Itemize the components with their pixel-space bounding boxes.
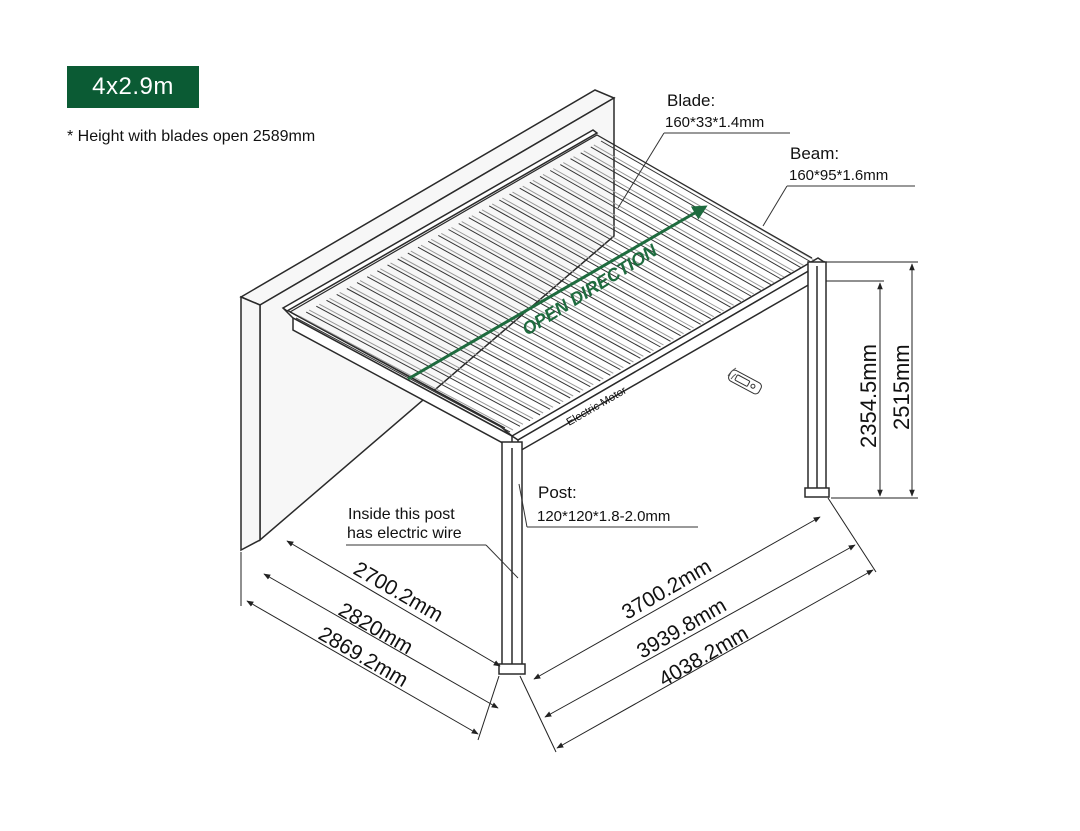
blade-edge (542, 173, 755, 295)
height-outer-label: 2515mm (889, 344, 914, 430)
blade-title: Blade: (667, 91, 715, 110)
blade-edge (451, 227, 664, 346)
height-dimensions (826, 261, 918, 499)
blade-line (468, 217, 681, 337)
height-inner-label: 2354.5mm (856, 344, 881, 448)
blade-spec: 160*33*1.4mm (665, 114, 764, 131)
blade-edge (593, 144, 805, 267)
blade-edge (441, 232, 654, 352)
blade-line (529, 181, 742, 303)
post-title: Post: (538, 483, 577, 502)
blade-edge (349, 286, 564, 403)
depth-dimensions (240, 540, 501, 741)
blade-edge (563, 162, 775, 284)
blade-edge (583, 150, 795, 272)
blade-edge (420, 244, 634, 363)
louvre-blades (295, 138, 815, 433)
wire-note-line1: Inside this post (348, 506, 455, 523)
blade-line (316, 305, 531, 422)
blade-edge (552, 168, 765, 289)
blade-edge (430, 238, 644, 357)
blade-edge (502, 197, 714, 318)
model-size-badge: 4x2.9m (67, 66, 199, 108)
blade-line (356, 282, 571, 399)
post-spec: 120*120*1.8-2.0mm (537, 508, 670, 525)
blade-line (458, 223, 671, 342)
wifi-signal-icon (727, 367, 737, 380)
blade-line (448, 229, 661, 348)
front-post (498, 441, 526, 675)
height-note: * Height with blades open 2589mm (67, 128, 316, 145)
blade-line (377, 270, 591, 388)
blade-edge (390, 262, 604, 380)
blade-edge (491, 203, 704, 323)
blade-line (397, 258, 611, 376)
blade-line (346, 288, 561, 405)
wire-note-line2: has electric wire (347, 525, 462, 542)
blade-edge (319, 303, 534, 420)
blade-line (387, 264, 601, 382)
blade-edge (532, 179, 745, 301)
blade-callout: Blade: 160*33*1.4mm (617, 91, 790, 209)
blade-edge (298, 315, 514, 431)
blade-line (539, 175, 752, 297)
blade-edge (380, 268, 594, 386)
blade-edge (400, 256, 614, 374)
blade-edge (308, 309, 524, 425)
blade-line (438, 234, 651, 354)
blade-line (600, 140, 812, 263)
blade-line (549, 170, 762, 291)
blade-line (509, 193, 721, 314)
blade-edge (359, 280, 574, 397)
blade-line (366, 276, 581, 393)
wall (239, 89, 616, 552)
beam-callout: Beam: 160*95*1.6mm (762, 144, 915, 227)
remote-control-icon (728, 369, 762, 395)
blade-line (580, 152, 792, 274)
right-post (804, 261, 830, 498)
blade-edge (471, 215, 684, 335)
blade-edge (339, 291, 554, 408)
blade-line (570, 158, 782, 280)
blade-edge (329, 297, 544, 414)
electric-wire-callout: Inside this post has electric wire (346, 506, 519, 579)
blade-line (488, 205, 701, 325)
blade-line (305, 311, 521, 427)
blade-edge (481, 209, 694, 329)
blade-line (560, 164, 772, 286)
blade-line (499, 199, 711, 320)
post-callout: Post: 120*120*1.8-2.0mm (518, 483, 698, 528)
blade-edge (522, 185, 734, 306)
blade-edge (369, 274, 584, 391)
inner-beam (289, 134, 813, 429)
blade-line (407, 252, 621, 371)
blade-line (478, 211, 691, 331)
blade-line (295, 317, 511, 433)
blade-edge (512, 191, 724, 312)
blade-edge (573, 156, 785, 278)
blade-line (519, 187, 731, 308)
blade-edge (410, 250, 624, 369)
blade-line (417, 246, 631, 365)
beam-title: Beam: (790, 144, 839, 163)
width-dimensions (519, 497, 877, 753)
blade-line (336, 293, 551, 410)
beam-spec: 160*95*1.6mm (789, 167, 888, 184)
blade-edge (461, 221, 674, 340)
blade-line (427, 240, 641, 359)
blade-line (326, 299, 541, 416)
